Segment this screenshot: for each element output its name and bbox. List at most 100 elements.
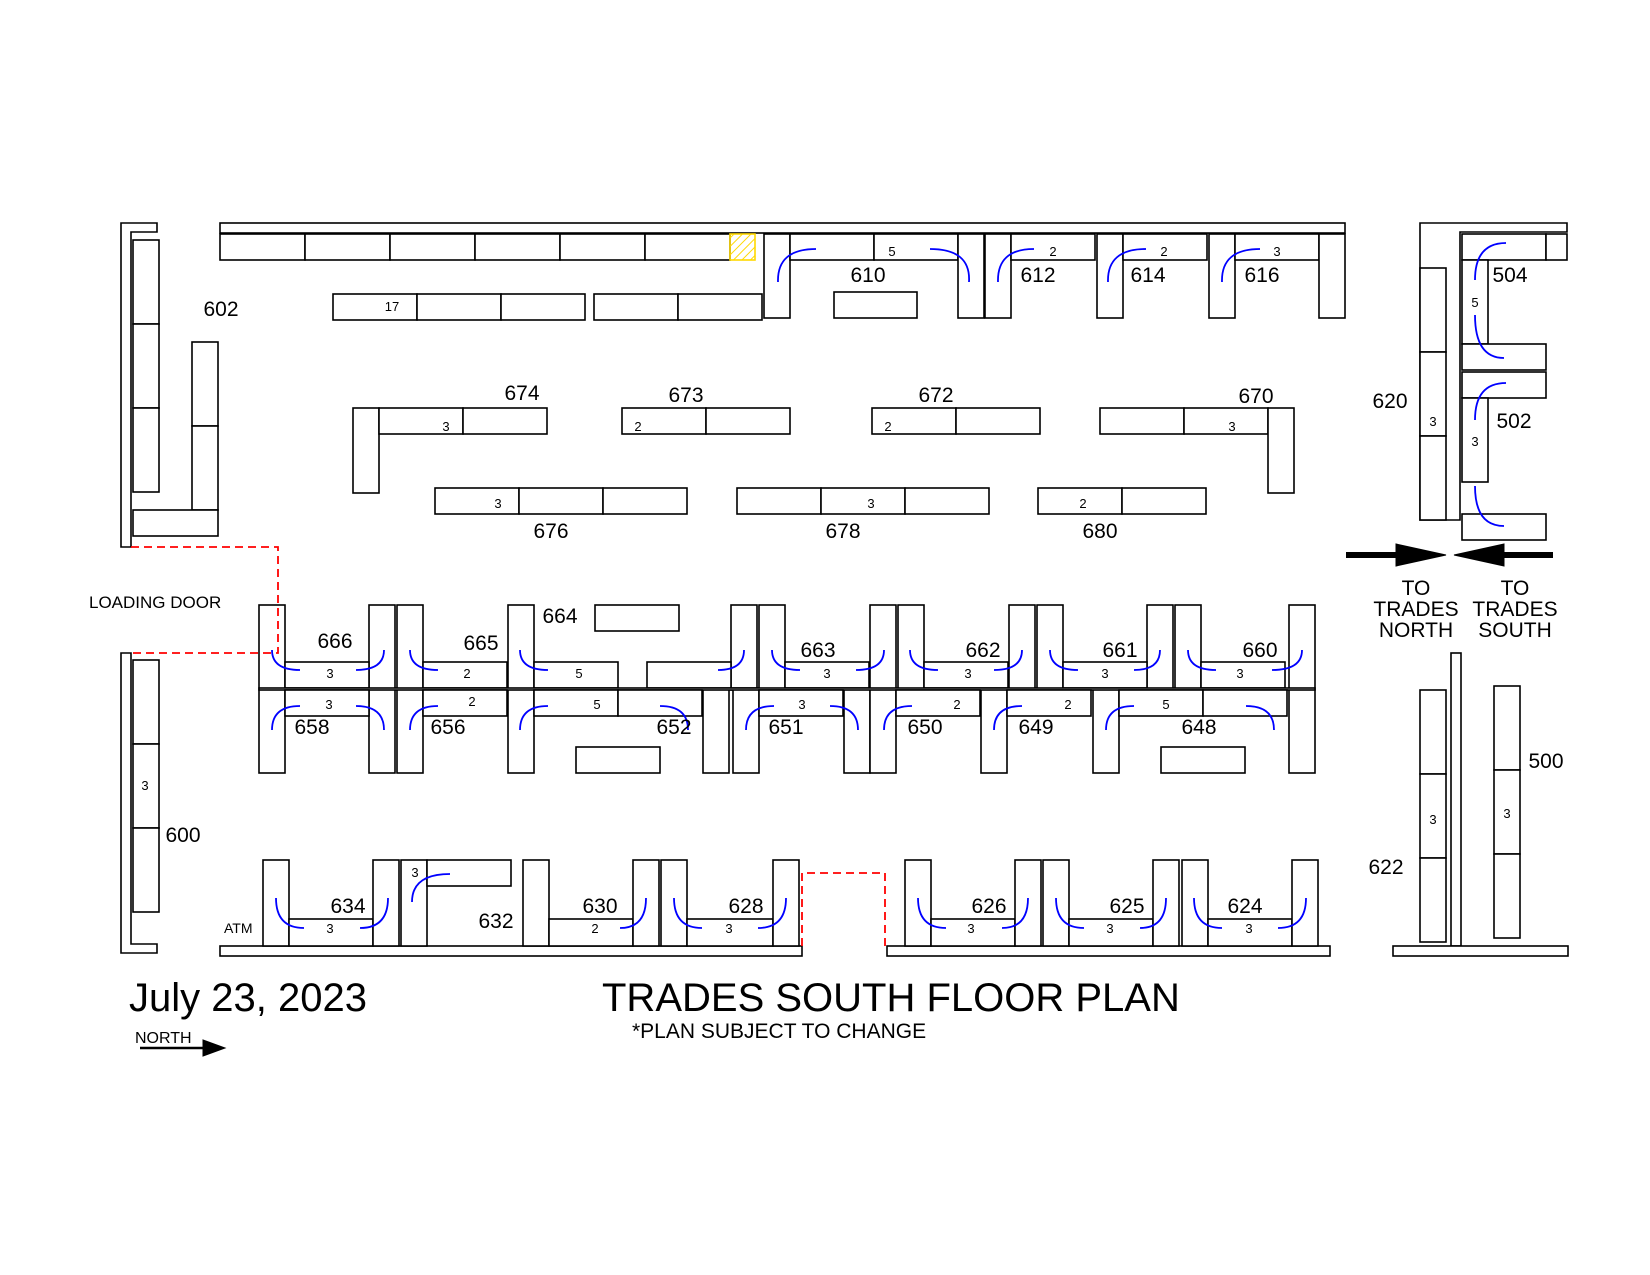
booth-502-label: 502 bbox=[1496, 410, 1531, 433]
page-subtitle: *PLAN SUBJECT TO CHANGE bbox=[632, 1020, 926, 1043]
booth-661-label: 661 bbox=[1102, 639, 1137, 662]
booth-656-label: 656 bbox=[430, 716, 465, 739]
count-652: 5 bbox=[593, 697, 600, 712]
count-614: 2 bbox=[1160, 244, 1167, 259]
booth-504-label: 504 bbox=[1492, 264, 1527, 287]
booth-651-label: 651 bbox=[768, 716, 803, 739]
booth-610-label: 610 bbox=[850, 264, 885, 287]
to-trades-south-line-1: TO bbox=[1501, 577, 1530, 600]
booth-500-label: 500 bbox=[1528, 750, 1563, 773]
booth-602-label: 602 bbox=[203, 298, 238, 321]
booth-652-label: 652 bbox=[656, 716, 691, 739]
booth-672-label: 672 bbox=[918, 384, 953, 407]
arrows bbox=[140, 543, 1553, 1057]
count-674: 3 bbox=[442, 419, 449, 434]
count-650: 2 bbox=[953, 697, 960, 712]
count-678: 3 bbox=[867, 496, 874, 511]
to-trades-south-label: TO TRADES SOUTH bbox=[1472, 577, 1557, 642]
booth-620-label: 620 bbox=[1372, 390, 1407, 413]
count-504: 5 bbox=[1471, 295, 1478, 310]
booth-674-label: 674 bbox=[504, 382, 539, 405]
count-612: 2 bbox=[1049, 244, 1056, 259]
booth-624-label: 624 bbox=[1227, 895, 1262, 918]
booth-663-label: 663 bbox=[800, 639, 835, 662]
booth-662-label: 662 bbox=[965, 639, 1000, 662]
to-trades-north-line-1: TO bbox=[1402, 577, 1431, 600]
booth-666-label: 666 bbox=[317, 630, 352, 653]
loading-door-label: LOADING DOOR bbox=[89, 593, 221, 612]
compass-label: NORTH bbox=[135, 1030, 192, 1047]
to-trades-north-line-3: NORTH bbox=[1379, 619, 1453, 642]
count-666: 3 bbox=[326, 666, 333, 681]
count-600: 3 bbox=[141, 778, 148, 793]
count-673: 2 bbox=[634, 419, 641, 434]
hatched-area bbox=[729, 233, 756, 261]
booth-600-label: 600 bbox=[165, 824, 200, 847]
booth-664-label: 664 bbox=[542, 605, 577, 628]
count-626: 3 bbox=[967, 921, 974, 936]
count-660: 3 bbox=[1236, 666, 1243, 681]
to-trades-south-arrowhead bbox=[1453, 543, 1505, 567]
count-610: 5 bbox=[888, 244, 895, 259]
count-634: 3 bbox=[326, 921, 333, 936]
booth-625-label: 625 bbox=[1109, 895, 1144, 918]
booth-660-label: 660 bbox=[1242, 639, 1277, 662]
count-664: 5 bbox=[575, 666, 582, 681]
count-676: 3 bbox=[494, 496, 501, 511]
booth-616-label: 616 bbox=[1244, 264, 1279, 287]
count-625: 3 bbox=[1106, 921, 1113, 936]
booth-665-label: 665 bbox=[463, 632, 498, 655]
count-622: 3 bbox=[1429, 812, 1436, 827]
to-trades-north-label: TO TRADES NORTH bbox=[1373, 577, 1458, 642]
booth-632-label: 632 bbox=[478, 910, 513, 933]
booth-628-label: 628 bbox=[728, 895, 763, 918]
count-502: 3 bbox=[1471, 434, 1478, 449]
north-arrowhead bbox=[202, 1039, 227, 1057]
door-paths bbox=[131, 546, 886, 946]
count-649: 2 bbox=[1064, 697, 1071, 712]
booth-673-label: 673 bbox=[668, 384, 703, 407]
walls-and-tables bbox=[120, 222, 1569, 957]
count-662: 3 bbox=[964, 666, 971, 681]
count-658: 3 bbox=[325, 697, 332, 712]
count-620: 3 bbox=[1429, 414, 1436, 429]
booth-676-label: 676 bbox=[533, 520, 568, 543]
count-616: 3 bbox=[1273, 244, 1280, 259]
booth-634-label: 634 bbox=[330, 895, 365, 918]
count-672: 2 bbox=[884, 419, 891, 434]
booth-622-label: 622 bbox=[1368, 856, 1403, 879]
to-trades-south-line-2: TRADES bbox=[1472, 598, 1557, 621]
count-630: 2 bbox=[591, 921, 598, 936]
count-665: 2 bbox=[463, 666, 470, 681]
count-624: 3 bbox=[1245, 921, 1252, 936]
count-628: 3 bbox=[725, 921, 732, 936]
booth-648-label: 648 bbox=[1181, 716, 1216, 739]
count-17: 17 bbox=[385, 299, 399, 314]
count-680: 2 bbox=[1079, 496, 1086, 511]
atm-label: ATM bbox=[224, 920, 253, 936]
count-656: 2 bbox=[468, 694, 475, 709]
booth-649-label: 649 bbox=[1018, 716, 1053, 739]
door-swings bbox=[271, 242, 1507, 929]
to-trades-south-line-3: SOUTH bbox=[1478, 619, 1552, 642]
count-632: 3 bbox=[411, 865, 418, 880]
count-651: 3 bbox=[798, 697, 805, 712]
booth-680-label: 680 bbox=[1082, 520, 1117, 543]
booth-labels: 602 600 610 612 614 616 674 673 672 670 … bbox=[165, 264, 1563, 933]
to-trades-north-arrowhead bbox=[1395, 543, 1447, 567]
count-648: 5 bbox=[1162, 697, 1169, 712]
booth-658-label: 658 bbox=[294, 716, 329, 739]
plan-date: July 23, 2023 bbox=[129, 976, 367, 1020]
booth-626-label: 626 bbox=[971, 895, 1006, 918]
booth-612-label: 612 bbox=[1020, 264, 1055, 287]
booth-670-label: 670 bbox=[1238, 385, 1273, 408]
count-500: 3 bbox=[1503, 806, 1510, 821]
page-title: TRADES SOUTH FLOOR PLAN bbox=[602, 976, 1180, 1020]
count-663: 3 bbox=[823, 666, 830, 681]
count-661: 3 bbox=[1101, 666, 1108, 681]
booth-630-label: 630 bbox=[582, 895, 617, 918]
count-670: 3 bbox=[1228, 419, 1235, 434]
booth-614-label: 614 bbox=[1130, 264, 1165, 287]
booth-678-label: 678 bbox=[825, 520, 860, 543]
